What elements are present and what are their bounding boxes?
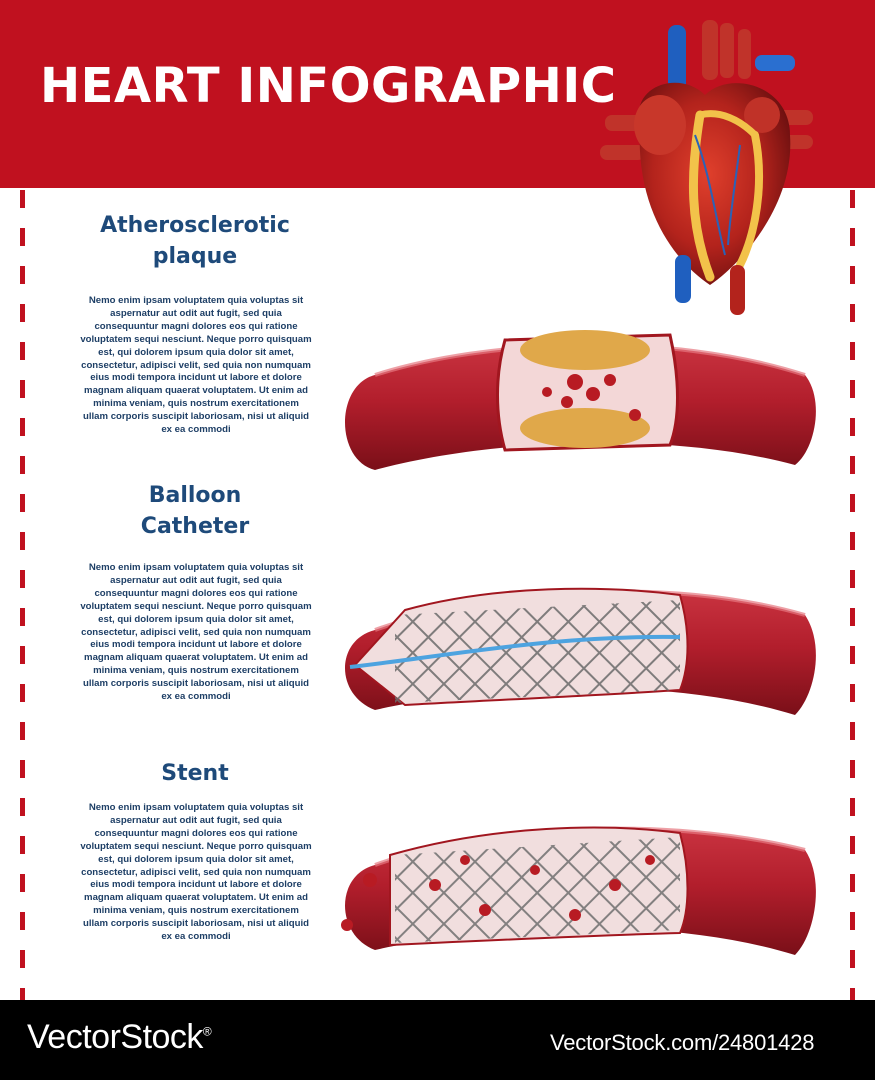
artery-stent-illustration-icon: [341, 826, 816, 955]
left-dashed-border: [20, 190, 25, 1000]
page-title: HEART INFOGRAPHIC: [40, 58, 617, 114]
artery-plaque-illustration-icon: [345, 330, 816, 470]
section-body-text: Nemo enim ipsam voluptatem quia voluptas…: [80, 295, 312, 436]
footer-brand-name: VectorStock: [27, 1018, 203, 1056]
right-dashed-border: [850, 190, 855, 1000]
footer-image-id: VectorStock.com/24801428: [550, 1030, 815, 1055]
section-title-line: Atherosclerotic: [100, 213, 290, 238]
footer-bar: VectorStock® VectorStock.com/24801428: [0, 1000, 875, 1080]
section-body-text: Nemo enim ipsam voluptatem quia voluptas…: [80, 802, 312, 943]
section-body-text: Nemo enim ipsam voluptatem quia voluptas…: [80, 562, 312, 703]
heart-illustration-icon: [600, 20, 813, 315]
section-title-stent: Stent: [75, 758, 315, 789]
section-title-atherosclerotic-plaque: Atherosclerotic plaque: [75, 210, 315, 272]
section-title-line: Catheter: [140, 514, 250, 539]
registered-mark: ®: [202, 1024, 212, 1039]
section-title-line: plaque: [152, 244, 238, 269]
section-title-line: Balloon: [148, 483, 242, 508]
section-title-line: Stent: [161, 761, 229, 786]
section-title-balloon-catheter: Balloon Catheter: [75, 480, 315, 542]
footer-brand-logo: VectorStock®: [27, 1018, 212, 1057]
artery-catheter-illustration-icon: [345, 587, 816, 715]
